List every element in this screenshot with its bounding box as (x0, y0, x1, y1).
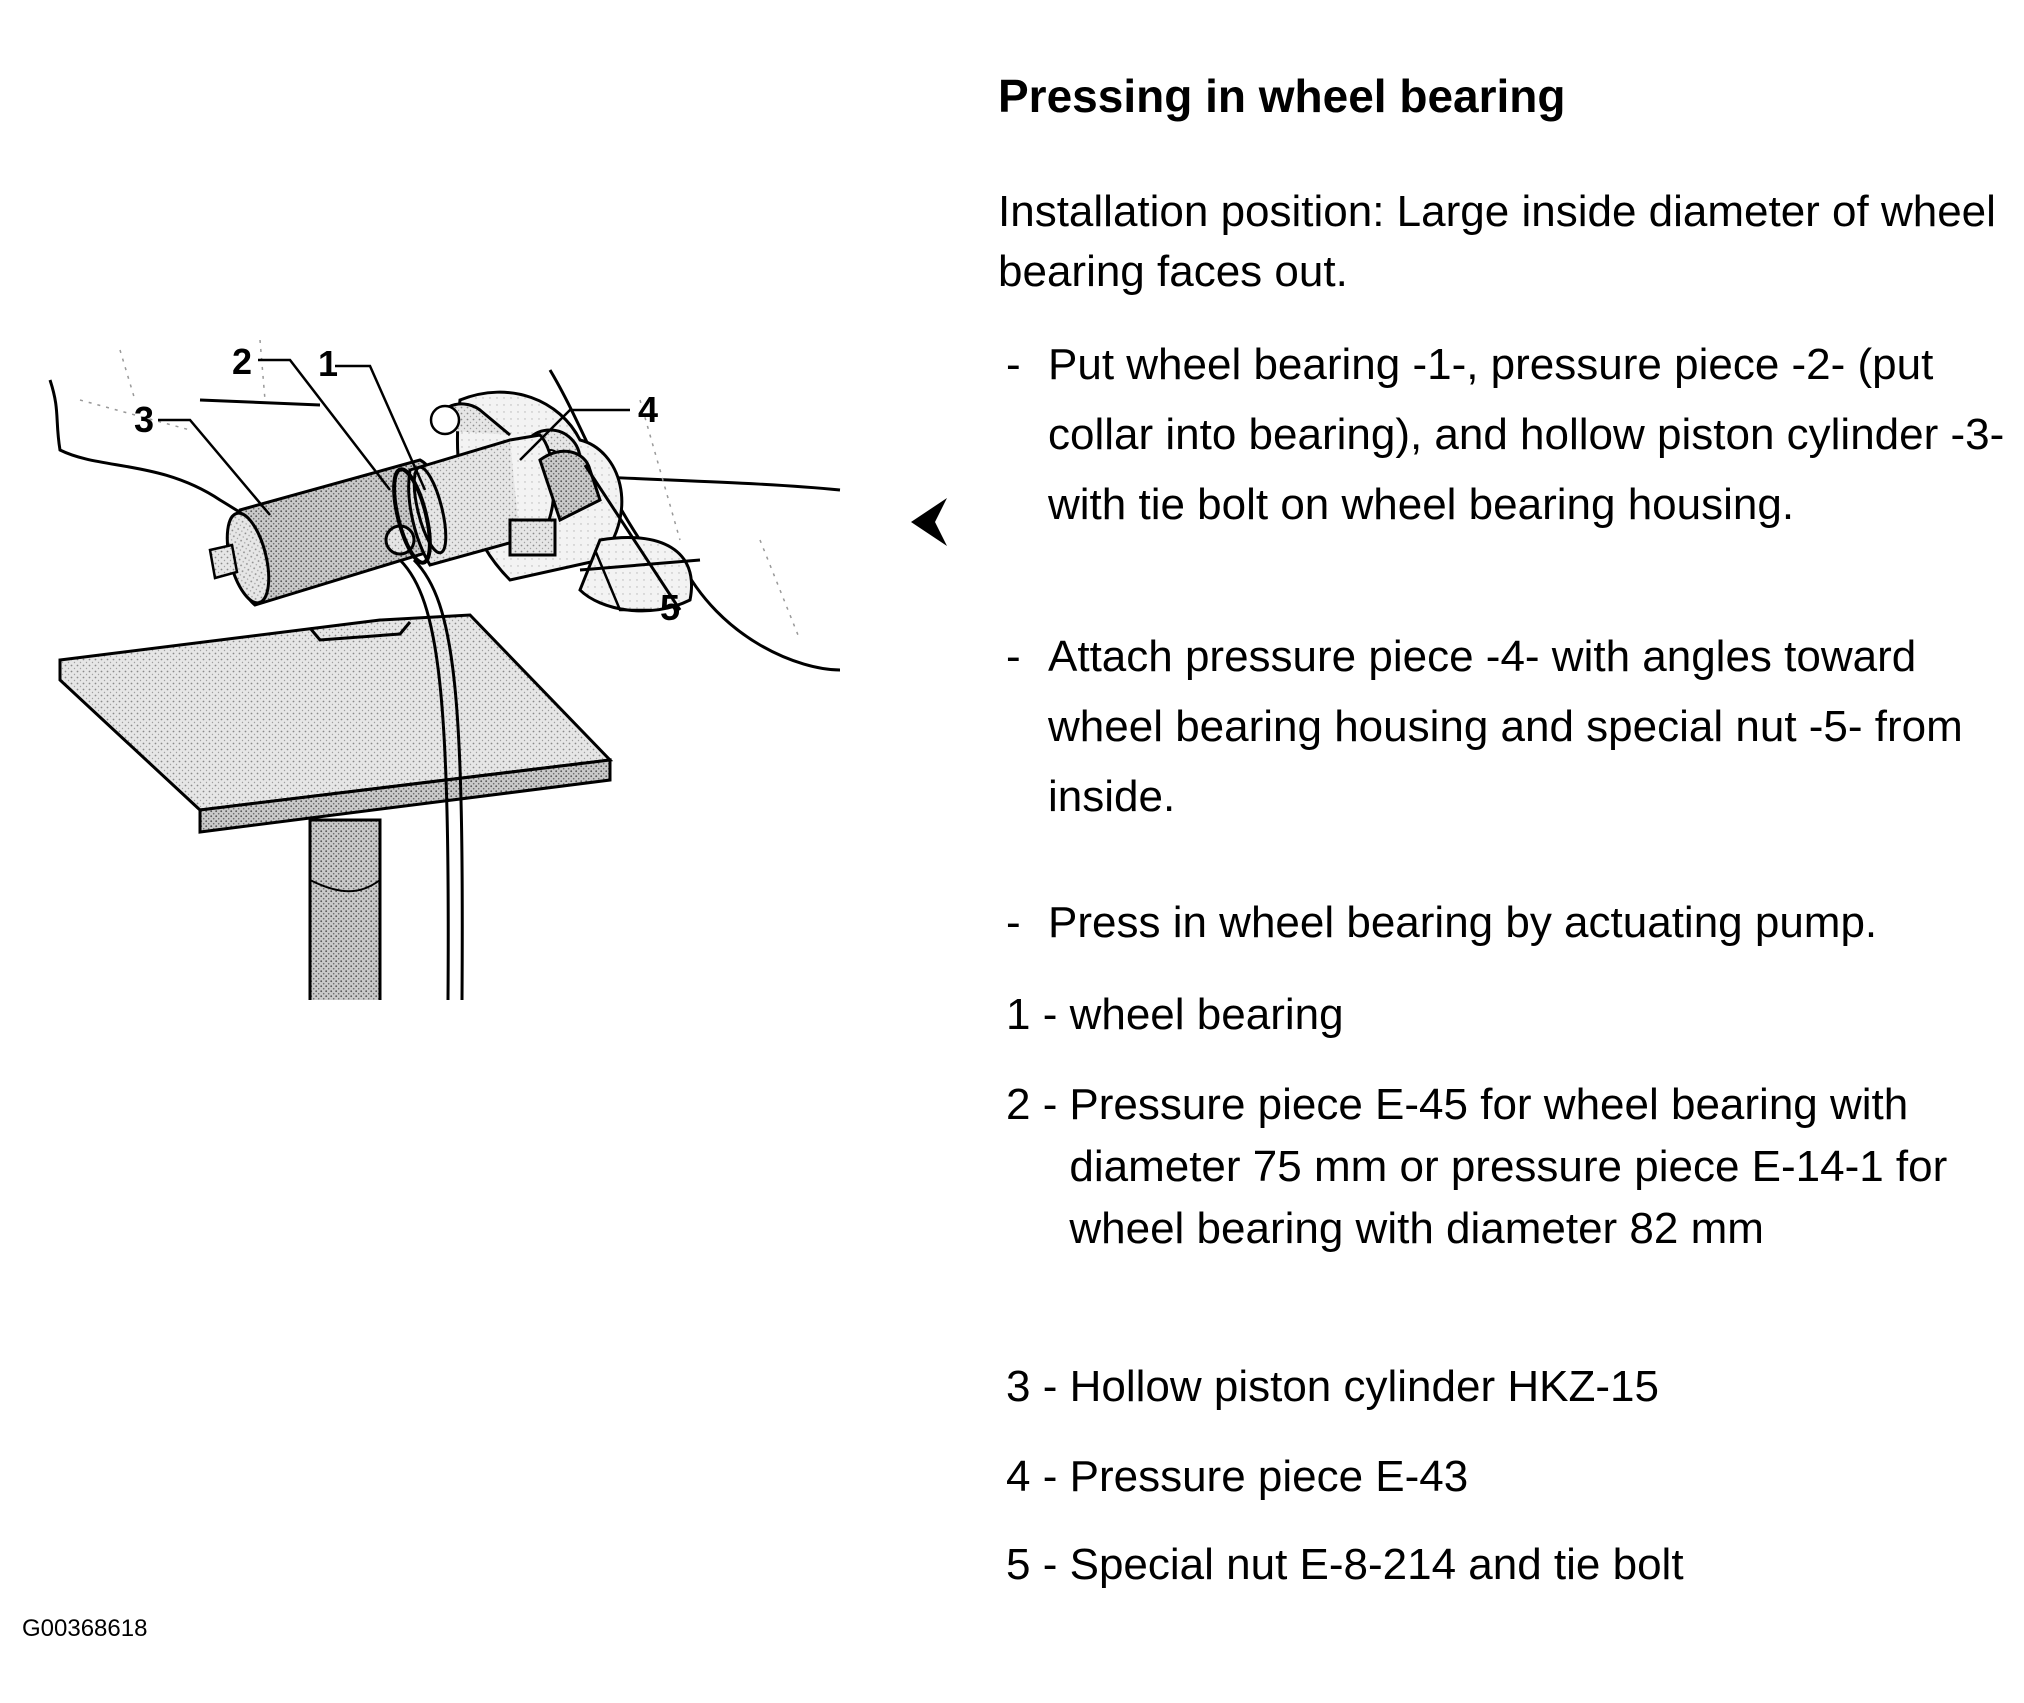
step-dash: - (1006, 898, 1021, 947)
hydraulic-stand-tray (58, 613, 614, 1000)
step-dash: - (1006, 340, 1021, 389)
legend-text: wheel bearing (1069, 990, 1344, 1039)
page-title: Pressing in wheel bearing (998, 70, 1566, 122)
legend-item-4: 4 - Pressure piece E-43 (1006, 1446, 1468, 1508)
legend-text: Special nut E-8-214 and tie bolt (1069, 1540, 1684, 1589)
callout-leader-lines (158, 358, 652, 612)
callout-4: 4 (638, 389, 658, 430)
arrowhead-left-icon (911, 498, 947, 546)
pressure-piece-and-special-nut (508, 449, 682, 611)
legend-number: 1 - (1006, 990, 1058, 1039)
callout-2: 2 (232, 341, 252, 382)
step-text: Press in wheel bearing by actuating pump… (1048, 898, 1878, 947)
wheel-bearing-press-illustration: 1 2 3 4 5 (48, 340, 841, 1000)
installation-position-note: Installation position: Large inside diam… (998, 187, 1996, 296)
legend-item-1: 1 - wheel bearing (1006, 984, 1344, 1046)
legend-number: 5 - (1006, 1540, 1058, 1589)
hydraulic-hose (398, 558, 464, 1000)
legend-item-2: 2 - Pressure piece E-45 for wheel bearin… (1006, 1074, 1966, 1260)
callout-1: 1 (318, 343, 338, 384)
step-item: - Press in wheel bearing by actuating pu… (1006, 888, 2008, 958)
figure-id: G00368618 (22, 1615, 148, 1642)
step-item: - Put wheel bearing -1-, pressure piece … (1006, 330, 2008, 540)
legend-number: 4 - (1006, 1452, 1058, 1501)
legend-text: Pressure piece E-43 (1069, 1452, 1469, 1501)
legend-item-5: 5 - Special nut E-8-214 and tie bolt (1006, 1534, 1684, 1596)
step-item: - Attach pressure piece -4- with angles … (1006, 622, 2008, 832)
callout-5: 5 (660, 587, 680, 628)
step-text: Attach pressure piece -4- with angles to… (1048, 632, 1963, 821)
legend-text: Hollow piston cylinder HKZ-15 (1069, 1362, 1659, 1411)
callout-3: 3 (134, 399, 154, 440)
legend-number: 3 - (1006, 1362, 1058, 1411)
legend-number: 2 - (1006, 1080, 1058, 1129)
legend-item-3: 3 - Hollow piston cylinder HKZ-15 (1006, 1356, 1659, 1418)
vehicle-body-detail-lines (79, 340, 801, 641)
step-text: Put wheel bearing -1-, pressure piece -2… (1048, 340, 2005, 529)
step-dash: - (1006, 632, 1021, 681)
legend-text: Pressure piece E-45 for wheel bearing wi… (1069, 1080, 1948, 1253)
